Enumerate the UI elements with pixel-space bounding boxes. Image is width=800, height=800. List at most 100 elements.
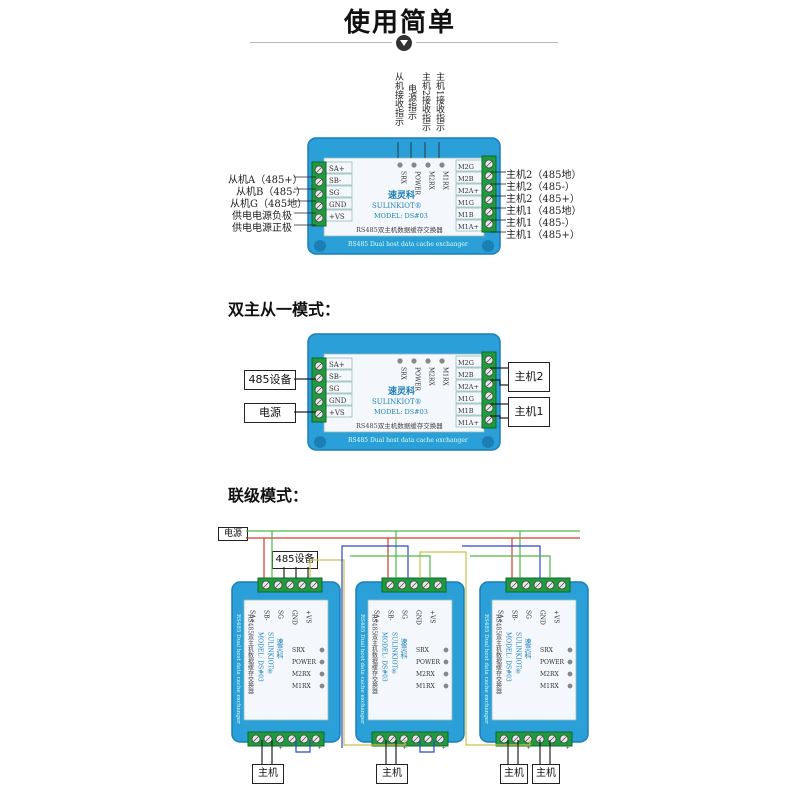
cascade-device-1-top-terminal xyxy=(257,577,323,593)
cascade-device-1-top-terminal-screw-slot xyxy=(311,582,317,588)
cascade-device-1-indicator-label: POWER xyxy=(292,659,317,666)
mode1-device-brand-en: SULINKIOT® xyxy=(372,398,422,406)
mode1-device-right-terminal-screw-slot xyxy=(486,393,492,399)
cascade-device-2-bottom-terminal-screw-slot xyxy=(401,736,407,742)
usage-device-model: MODEL: DS#03 xyxy=(374,212,428,220)
mode2-host-box-1: 主机 xyxy=(252,764,284,784)
cascade-device-1-caption-en: RS485 Dual host data cache exchanger xyxy=(235,614,241,724)
cascade-device-2-bottom-terminal-screw-slot xyxy=(425,736,431,742)
cascade-device-1-caption-cn: RS485双主机数据缓存交换器 xyxy=(247,614,254,695)
mode1-device-left-terminal-label: SB- xyxy=(329,373,342,381)
cascade-device-1-top-terminal-screw-slot xyxy=(287,582,293,588)
mode1-device-indicator-led xyxy=(397,358,403,364)
cascade-device-3-bottom-terminal-screw-slot xyxy=(501,736,507,742)
cascade-device-1-indicator-led xyxy=(319,671,325,677)
usage-device-right-terminal-label: M2A+ xyxy=(458,187,479,195)
usage-device-mount-hole xyxy=(482,240,494,252)
usage-device-right-terminal-screw-slot xyxy=(486,173,492,179)
usage-device-left-terminal-screw-slot xyxy=(316,179,322,185)
cascade-device-3-model: MODEL: DS#03 xyxy=(505,632,512,682)
mode1-device-indicator-led xyxy=(411,358,417,364)
mode1-device-indicator-led xyxy=(425,358,431,364)
usage-device-right-terminal-screw-slot xyxy=(486,197,492,203)
usage-device-caption-en: RS485 Dual host data cache exchanger xyxy=(348,241,468,248)
mode1-device-left-terminal-label: +VS xyxy=(329,409,345,417)
mode1-device-right-terminal-label: M2B xyxy=(458,371,474,379)
usage-device-left-terminal-label: SG xyxy=(329,189,340,197)
mode1-title: 双主从一模式： xyxy=(228,300,341,319)
cascade-device-3-top-terminal-screw-slot xyxy=(547,582,553,588)
cascade-device-3-top-terminal-label: +VS xyxy=(553,610,560,623)
mode1-host2-box: 主机2 xyxy=(508,362,550,392)
cascade-device-3-top-terminal-screw-slot xyxy=(523,582,529,588)
cascade-device-1-indicator-led xyxy=(319,647,325,653)
usage-device-left-terminal-screw-slot xyxy=(316,167,322,173)
cascade-device-2-top-terminal-screw-slot xyxy=(399,582,405,588)
cascade-device-3-indicator-label: SRX xyxy=(540,647,554,654)
mode1-device-right-terminal-label: M2A+ xyxy=(458,383,479,391)
cascade-device-1-top-terminal-screw-slot xyxy=(263,582,269,588)
cascade-link-green xyxy=(350,555,431,578)
cascade-device-2-bottom-terminal-screw-slot xyxy=(389,736,395,742)
usage-device-left-terminal-label: +VS xyxy=(329,213,345,221)
label-host1-gnd: 主机1（485地） xyxy=(506,206,582,217)
mode1-device-left-terminal xyxy=(311,357,327,423)
cascade-device-1-bottom-terminal-screw-slot xyxy=(301,736,307,742)
cascade-device-2-top-terminal-label: SG xyxy=(401,610,408,619)
cascade-device-1-top-terminal-label: SA+ xyxy=(249,610,256,623)
label-power-negative: 供电电源负极 xyxy=(232,211,292,222)
cascade-device-1-panel xyxy=(243,599,329,721)
mode1-device-left-terminal-screw-slot xyxy=(316,387,322,393)
cascade-device-3-indicator-label: M1RX xyxy=(540,683,559,690)
mode1-device-indicator-led xyxy=(439,358,445,364)
usage-device-indicator-label: M2RX xyxy=(428,171,435,190)
mode1-device-left-terminal-screw-slot xyxy=(316,399,322,405)
cascade-device-1-bottom-terminal xyxy=(247,731,325,747)
cascade-device-2-top-terminal-label: +VS xyxy=(429,610,436,623)
cascade-device-3-top-terminal xyxy=(505,577,571,593)
mode1-host2-wire xyxy=(490,379,508,386)
mode1-device-model: MODEL: DS#03 xyxy=(374,408,428,416)
cascade-device-3-top-terminal-screw-slot xyxy=(535,582,541,588)
page-title: 使用简单 xyxy=(343,8,456,38)
cascade-device-2-top-terminal-screw-slot xyxy=(435,582,441,588)
cascade-device-2-bottom-terminal-screw-slot xyxy=(437,736,443,742)
mode1-device-indicator-label: SRX xyxy=(400,367,407,381)
mode1-device-right-terminal-screw-slot xyxy=(486,405,492,411)
usage-device-indicator-label: POWER xyxy=(414,171,421,196)
usage-device-right-terminal-label: M2G xyxy=(458,163,474,171)
label-m1rx-indicator: 主机1接收指示 xyxy=(434,72,444,132)
title-divider-right xyxy=(416,42,558,43)
cascade-device-1-bottom-terminal-screw-slot xyxy=(253,736,259,742)
mode1-host1-box: 主机1 xyxy=(508,397,550,427)
mode1-device-brand: 速灵科 xyxy=(388,385,415,397)
mode1-device-right-terminal-screw-slot xyxy=(486,369,492,375)
cascade-device-1-indicator-label: M2RX xyxy=(292,671,311,678)
mode1-device-left-terminal-screw-slot xyxy=(316,411,322,417)
label-m2rx-indicator: 主机2接收指示 xyxy=(420,72,430,132)
cascade-device-2-indicator-label: SRX xyxy=(416,647,430,654)
cascade-device-3-bottom-terminal-screw-slot xyxy=(513,736,519,742)
usage-device-indicator-led xyxy=(439,162,445,168)
cascade-device-2-bottom-terminal xyxy=(371,731,449,747)
mode1-device-caption-en: RS485 Dual host data cache exchanger xyxy=(348,437,468,444)
cascade-device-1-top-terminal-label: SB- xyxy=(263,610,270,621)
usage-device-left-terminal-label: SA+ xyxy=(329,165,345,173)
cascade-device-1-model: MODEL: DS#03 xyxy=(257,632,264,682)
usage-device-left-terminal xyxy=(311,161,327,227)
usage-device-right-terminal xyxy=(481,155,497,233)
cascade-device-1-brand: 速灵科 xyxy=(276,638,284,660)
cascade-device-3-indicator-led xyxy=(567,659,573,665)
cascade-device-2-indicator-label: M2RX xyxy=(416,671,435,678)
cascade-link-green xyxy=(470,555,551,578)
cascade-device-3-brand: 速灵科 xyxy=(524,638,532,660)
usage-device-left-terminal-label: GND xyxy=(329,201,347,209)
label-host1-b: 主机1（485-） xyxy=(506,218,575,229)
usage-device-right-terminal-screw-slot xyxy=(486,185,492,191)
usage-device-right-terminal-label: M1B xyxy=(458,211,474,219)
usage-device-left-terminal-screw-slot xyxy=(316,203,322,209)
